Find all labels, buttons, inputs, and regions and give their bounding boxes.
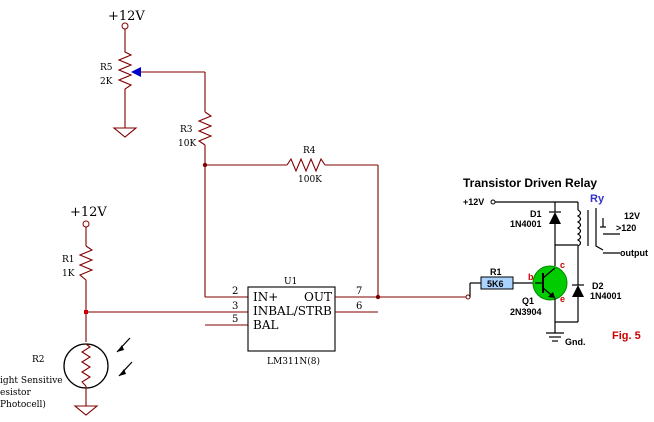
- r1-relay-value: 5K6: [487, 279, 504, 289]
- r2-desc-1: ight Sensitive: [0, 376, 63, 386]
- r2-desc-2: esistor: [0, 388, 31, 398]
- junction-r1: [84, 310, 88, 314]
- relay-title: Transistor Driven Relay: [463, 176, 597, 190]
- r3-ref: R3: [180, 125, 193, 135]
- relay-load-ac: >120: [616, 223, 636, 233]
- vcc-top: +12V: [108, 9, 145, 48]
- q1-c: c: [560, 260, 565, 270]
- r1-relay-ref: R1: [490, 267, 502, 277]
- relay-vcc: +12V: [463, 197, 578, 207]
- u1-pin-bal: BAL: [253, 318, 278, 332]
- vcc-mid-label: +12V: [70, 205, 107, 220]
- r4-ref: R4: [303, 146, 316, 156]
- u1-pin3: 3: [232, 301, 238, 312]
- u1-pin2: 2: [232, 286, 238, 297]
- relay-output: output: [620, 248, 648, 258]
- d2-part: 1N4001: [590, 291, 622, 301]
- q1-b: b: [528, 272, 534, 282]
- u1-part: LM311N(8): [267, 356, 320, 367]
- d1-diode: D1 1N4001: [510, 202, 561, 245]
- r3-resistor: R3 10K: [178, 72, 213, 165]
- r4-resistor: R4 100K: [205, 146, 379, 297]
- u1-comparator: U1 IN+ OUT INBAL/STRB BAL 2 3 5 7 6 LM31…: [86, 165, 378, 367]
- ground-r5: [112, 120, 138, 138]
- relay-ground: Gnd.: [546, 322, 586, 347]
- relay-gnd: Gnd.: [565, 337, 586, 347]
- d1-part: 1N4001: [510, 219, 542, 229]
- d2-ref: D2: [592, 281, 604, 291]
- ground-photocell: [73, 398, 99, 416]
- r2-desc-3: Photocell): [0, 399, 46, 410]
- q1-transistor: b c e Q1 2N3904: [510, 260, 568, 317]
- r4-value: 100K: [298, 175, 322, 185]
- r2-photocell: R2 ight Sensitive esistor Photocell): [0, 337, 133, 410]
- relay-coil: Ry 12V >120 output: [576, 193, 648, 258]
- u1-pin6: 6: [356, 301, 362, 312]
- u1-pin5: 5: [232, 314, 238, 325]
- q1-part: 2N3904: [510, 307, 542, 317]
- q1-ref: Q1: [522, 296, 534, 306]
- vcc-top-label: +12V: [108, 9, 145, 24]
- u1-pin-out: OUT: [304, 290, 332, 304]
- u1-pin-inbal: INBAL/STRB: [253, 304, 332, 318]
- vcc-mid: +12V: [70, 205, 107, 246]
- fig-label: Fig. 5: [612, 330, 641, 342]
- relay-vcc-label: +12V: [463, 197, 484, 207]
- r1-ref: R1: [62, 255, 75, 265]
- r1-resistor: R1 1K: [62, 245, 94, 342]
- u1-pin-in-plus: IN+: [253, 290, 278, 304]
- r2-ref: R2: [32, 355, 45, 365]
- r1-relay-resistor: 5K6 R1: [465, 267, 535, 300]
- u1-pin7: 7: [356, 286, 362, 297]
- d2-diode: D2 1N4001: [572, 252, 622, 322]
- relay-load-v: 12V: [624, 211, 640, 221]
- r5-value: 2K: [100, 77, 113, 87]
- r5-ref: R5: [100, 63, 113, 73]
- u1-ref: U1: [284, 277, 297, 287]
- r3-value: 10K: [178, 139, 196, 149]
- q1-e: e: [560, 294, 565, 304]
- d1-ref: D1: [530, 209, 542, 219]
- r1-value: 1K: [62, 269, 75, 279]
- r5-potentiometer: R5 2K: [100, 48, 205, 120]
- relay-ry: Ry: [590, 193, 605, 205]
